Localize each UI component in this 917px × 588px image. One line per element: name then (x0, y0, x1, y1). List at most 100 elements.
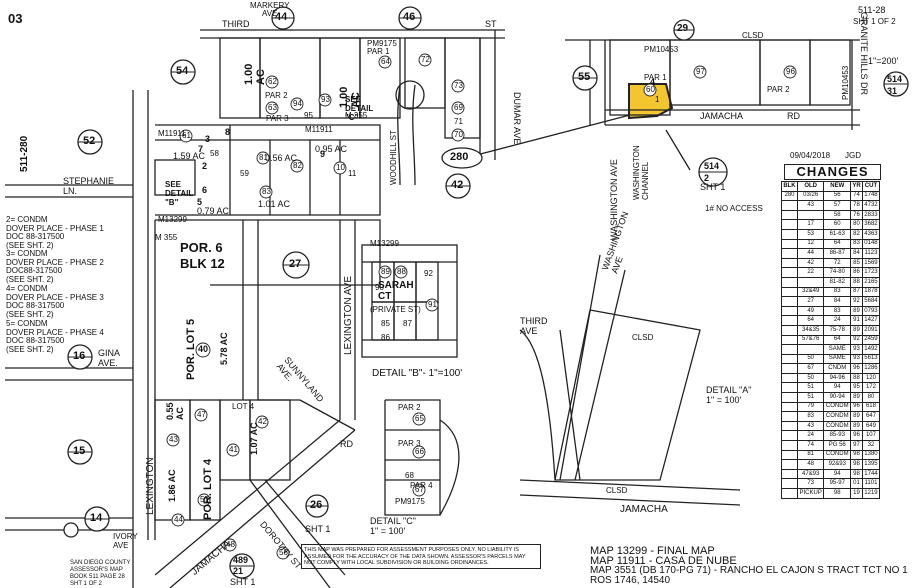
street-jamacha-lower: JAMACHA (620, 504, 668, 515)
circle-number-29[interactable]: 29 (677, 23, 689, 34)
see-detail-b[interactable]: SEE DETAIL "B" (165, 180, 194, 207)
parcel-96[interactable]: 96 (786, 67, 795, 76)
parcel-47[interactable]: 47 (197, 410, 206, 419)
parcel-69[interactable]: 69 (454, 103, 463, 112)
parcel-58[interactable]: 58 (210, 149, 219, 158)
parcel-56[interactable]: 56 (279, 548, 288, 557)
see-detail-c[interactable]: SEE DETAIL "C" (345, 95, 374, 122)
table-cell: 647 (861, 411, 881, 422)
parcel-94[interactable]: 94 (293, 99, 302, 108)
parcel-89[interactable]: 89 (381, 267, 390, 276)
parcel-63[interactable]: 63 (268, 103, 277, 112)
circle-number-14[interactable]: 14 (90, 512, 103, 524)
parcel-11[interactable]: 11 (348, 169, 357, 178)
street-rd-right: RD (787, 111, 800, 121)
street-ivory: IVORY AVE (113, 532, 138, 550)
table-cell: 19 (850, 488, 863, 499)
table-cell: 84 (823, 296, 852, 307)
street-markery: MARKERY (250, 1, 290, 10)
parcel-4[interactable]: 4 (650, 77, 656, 87)
parcel-57[interactable]: 57 (200, 495, 209, 504)
circle-number-489-21[interactable]: 489 21 (233, 555, 249, 576)
changes-header-cut: CUT (861, 181, 881, 192)
circle-number-42[interactable]: 42 (451, 179, 464, 191)
parcel-10[interactable]: 10 (336, 163, 345, 172)
table-cell: 92 (850, 334, 863, 346)
circle-number-54[interactable]: 54 (176, 65, 189, 77)
circle-number-16[interactable]: 16 (73, 350, 86, 362)
street-granite-hills: GRANITE HILLS DR (859, 12, 869, 96)
circle-number-46[interactable]: 46 (403, 11, 416, 23)
circle-number-44[interactable]: 44 (275, 11, 288, 23)
parcel-61[interactable]: 61 (182, 131, 191, 140)
table-cell: 83 (823, 305, 852, 317)
parcel-68[interactable]: 68 (405, 471, 414, 480)
parcel-3[interactable]: 3 (205, 134, 211, 144)
sht1-label-c: SHT 1 (230, 577, 256, 587)
parcel-83[interactable]: 83 (262, 187, 271, 196)
parcel-81[interactable]: 81 (259, 153, 268, 162)
table-cell (781, 459, 798, 470)
table-cell (781, 401, 798, 413)
parcel-8[interactable]: 8 (225, 127, 231, 137)
parcel-44[interactable]: 44 (174, 515, 183, 524)
parcel-62[interactable]: 62 (268, 77, 277, 86)
parcel-9[interactable]: 9 (320, 149, 326, 159)
parcel-65[interactable]: 65 (415, 414, 424, 423)
circle-number-52[interactable]: 52 (83, 135, 96, 147)
parcel-42[interactable]: 42 (258, 417, 267, 426)
parcel-73[interactable]: 73 (454, 81, 463, 90)
parcel-64[interactable]: 64 (381, 57, 390, 66)
parcel-82[interactable]: 82 (293, 161, 302, 170)
parcel-97[interactable]: 97 (696, 67, 705, 76)
table-cell (781, 219, 798, 230)
parcel-71[interactable]: 71 (454, 117, 463, 126)
table-cell (781, 440, 798, 451)
table-cell (781, 372, 798, 384)
parcel-72[interactable]: 72 (421, 55, 430, 64)
parcel-40[interactable]: 40 (198, 344, 209, 354)
circle-number-55[interactable]: 55 (578, 71, 591, 83)
parcel-7[interactable]: 7 (198, 144, 204, 154)
table-cell: 88 (850, 372, 863, 384)
circle-number-514-31[interactable]: 514 31 (887, 74, 903, 96)
street-woodhill: WOODHILL ST (389, 130, 398, 185)
parcel-93[interactable]: 93 (321, 95, 330, 104)
parcel-41[interactable]: 41 (229, 445, 238, 454)
parcel-66[interactable]: 66 (415, 447, 424, 456)
parcel-5[interactable]: 5 (197, 197, 203, 207)
parcel-48[interactable]: 48 (226, 540, 235, 549)
circle-number-27[interactable]: 27 (289, 258, 302, 270)
parcel-85[interactable]: 85 (381, 319, 390, 328)
parcel-67[interactable]: 67 (415, 485, 424, 494)
parcel-87[interactable]: 87 (403, 319, 412, 328)
table-cell: SAME (823, 344, 852, 355)
parcel-70[interactable]: 70 (454, 130, 463, 139)
circle-number-26[interactable]: 26 (310, 499, 323, 511)
parcel-2[interactable]: 2 (202, 161, 208, 171)
parcel-88[interactable]: 88 (397, 267, 406, 276)
table-cell (781, 468, 798, 480)
sheet-ref-top: SHT 1 OF 2 (853, 17, 896, 26)
parcel-90[interactable]: 90 (375, 283, 384, 292)
parcel-91[interactable]: 91 (428, 300, 437, 309)
parcel-43[interactable]: 43 (169, 435, 178, 444)
circle-number-15[interactable]: 15 (73, 445, 86, 457)
table-cell: 22 (796, 267, 825, 278)
parcel-59[interactable]: 59 (240, 169, 249, 178)
parcel-6[interactable]: 6 (202, 185, 208, 195)
parcel-60[interactable]: 60 (646, 85, 655, 94)
parcel-95[interactable]: 95 (304, 111, 313, 120)
parcel-92[interactable]: 92 (424, 269, 433, 278)
pm-label-4: PM10453 (841, 65, 850, 100)
circle-number-280[interactable]: 280 (450, 151, 469, 163)
table-cell: 94 (823, 468, 852, 480)
circle-number-514-2[interactable]: 514 2 (704, 161, 720, 183)
parcel-1[interactable]: 1 (655, 95, 660, 104)
parcel-86[interactable]: 86 (381, 333, 390, 342)
